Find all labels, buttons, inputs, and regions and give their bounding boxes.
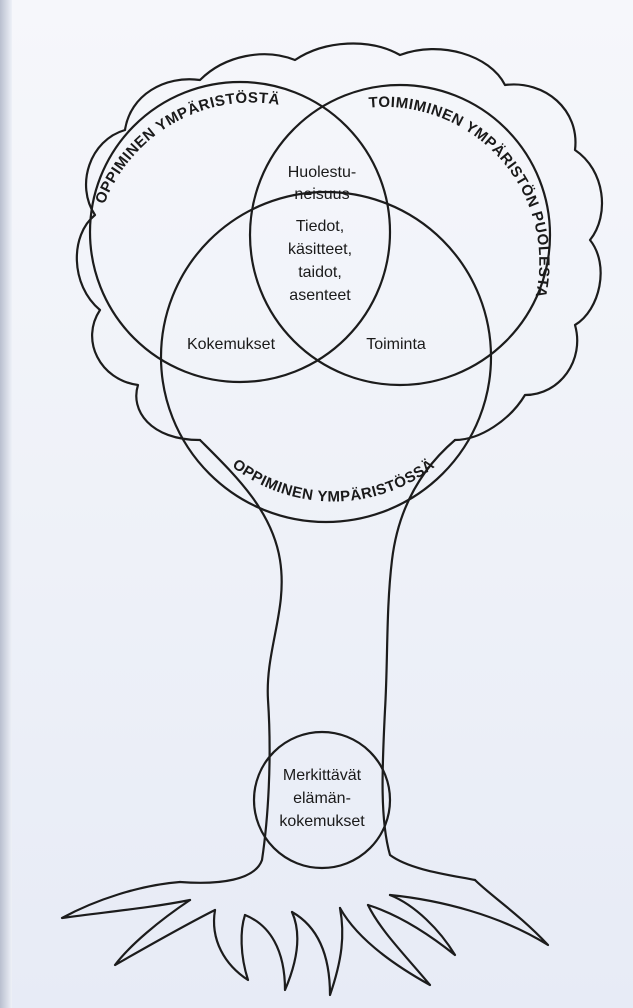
label-worry: Huolestu- neisuus [288, 164, 356, 203]
venn-circle-top-left [88, 80, 392, 384]
label-knowledge-line-4: asenteet [289, 287, 351, 304]
tree-trunk-left [178, 438, 283, 884]
label-knowledge: Tiedot, käsitteet, taidot, asenteet [288, 218, 352, 304]
arc-label-bottom: OPPIMINEN YMPÄRISTÖSSÄ [229, 456, 438, 506]
label-life-experiences: Merkittävät elämän- kokemukset [279, 767, 365, 830]
arc-label-top-left: OPPIMINEN YMPÄRISTÖSTÄ [92, 89, 281, 206]
tree-roots [60, 878, 550, 997]
label-worry-line-1: Huolestu- [288, 164, 356, 181]
label-worry-line-2: neisuus [294, 186, 349, 203]
label-life-line-2: elämän- [293, 790, 351, 807]
venn-circle-top-right [248, 83, 552, 387]
label-experiences: Kokemukset [187, 336, 276, 353]
label-knowledge-line-1: Tiedot, [296, 218, 344, 235]
page-edge-shadow [0, 0, 12, 1008]
arc-label-top-right: TOIMIMINEN YMPÄRISTÖN PUOLESTA [368, 94, 552, 299]
label-life-line-3: kokemukset [279, 813, 365, 830]
label-action: Toiminta [366, 336, 426, 353]
venn-circle-bottom [159, 190, 493, 524]
tree-trunk-right [381, 438, 477, 882]
label-knowledge-line-3: taidot, [298, 264, 342, 281]
label-life-line-1: Merkittävät [283, 767, 362, 784]
tree-crown-outline [75, 42, 604, 442]
label-knowledge-line-2: käsitteet, [288, 241, 352, 258]
trunk-circle [252, 730, 392, 870]
